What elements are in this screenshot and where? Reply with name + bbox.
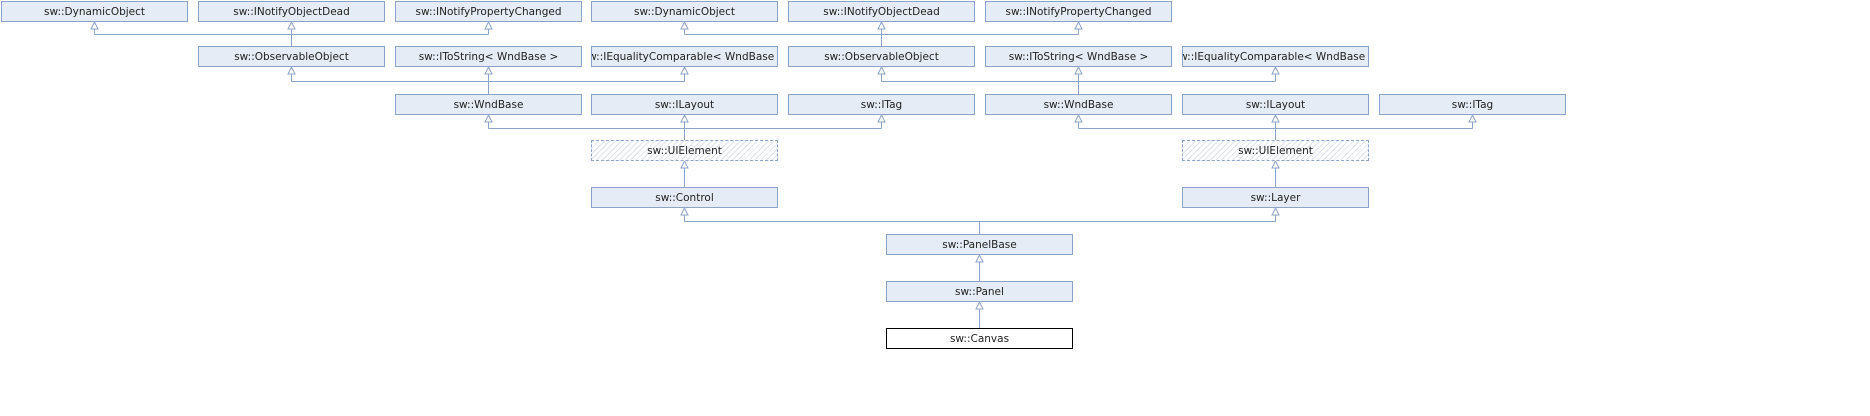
node-itostring-wndbase-1[interactable]: sw::IToString< WndBase > <box>395 46 582 67</box>
inheritance-arrowhead <box>287 20 296 30</box>
inheritance-arrowhead <box>1468 113 1477 123</box>
node-itag-2[interactable]: sw::ITag <box>1379 94 1566 115</box>
node-ilayout-1[interactable]: sw::ILayout <box>591 94 778 115</box>
node-panel[interactable]: sw::Panel <box>886 281 1073 302</box>
inheritance-arrowhead <box>484 65 493 75</box>
inheritance-arrowhead <box>975 253 984 263</box>
inheritance-arrowhead <box>1074 113 1083 123</box>
node-ilayout-2[interactable]: sw::ILayout <box>1182 94 1369 115</box>
node-observable-object-2[interactable]: sw::ObservableObject <box>788 46 975 67</box>
inheritance-arrowhead <box>90 20 99 30</box>
inheritance-arrowhead <box>877 113 886 123</box>
node-dynamic-object-2[interactable]: sw::DynamicObject <box>591 1 778 22</box>
inheritance-arrowhead <box>680 113 689 123</box>
node-inotify-property-changed-2[interactable]: sw::INotifyPropertyChanged <box>985 1 1172 22</box>
inheritance-arrowhead <box>877 20 886 30</box>
node-canvas[interactable]: sw::Canvas <box>886 328 1073 349</box>
node-inotify-property-changed-1[interactable]: sw::INotifyPropertyChanged <box>395 1 582 22</box>
node-layer[interactable]: sw::Layer <box>1182 187 1369 208</box>
inheritance-arrowhead <box>287 65 296 75</box>
node-uielement-2[interactable]: sw::UIElement <box>1182 140 1369 161</box>
node-uielement-1[interactable]: sw::UIElement <box>591 140 778 161</box>
node-itostring-wndbase-2[interactable]: sw::IToString< WndBase > <box>985 46 1172 67</box>
inheritance-arrowhead <box>877 65 886 75</box>
inheritance-arrowhead <box>484 113 493 123</box>
inheritance-arrowhead <box>680 206 689 216</box>
inheritance-arrowhead <box>680 159 689 169</box>
inheritance-arrowhead <box>1271 206 1280 216</box>
node-panel-base[interactable]: sw::PanelBase <box>886 234 1073 255</box>
node-dynamic-object-1[interactable]: sw::DynamicObject <box>1 1 188 22</box>
node-iequality-comparable-wndbase-1[interactable]: sw::IEqualityComparable< WndBase > <box>591 46 778 67</box>
inheritance-arrowhead <box>1271 65 1280 75</box>
inheritance-arrowhead <box>1271 113 1280 123</box>
inheritance-arrowhead <box>484 20 493 30</box>
node-wndbase-1[interactable]: sw::WndBase <box>395 94 582 115</box>
inheritance-arrowhead <box>1271 159 1280 169</box>
inheritance-arrowhead <box>1074 65 1083 75</box>
node-observable-object-1[interactable]: sw::ObservableObject <box>198 46 385 67</box>
node-inotify-object-dead-1[interactable]: sw::INotifyObjectDead <box>198 1 385 22</box>
inheritance-arrowhead <box>680 65 689 75</box>
node-iequality-comparable-wndbase-2[interactable]: sw::IEqualityComparable< WndBase > <box>1182 46 1369 67</box>
inheritance-arrowhead <box>680 20 689 30</box>
inheritance-arrowhead <box>1074 20 1083 30</box>
node-inotify-object-dead-2[interactable]: sw::INotifyObjectDead <box>788 1 975 22</box>
node-wndbase-2[interactable]: sw::WndBase <box>985 94 1172 115</box>
node-control[interactable]: sw::Control <box>591 187 778 208</box>
node-itag-1[interactable]: sw::ITag <box>788 94 975 115</box>
inheritance-arrowhead <box>975 300 984 310</box>
